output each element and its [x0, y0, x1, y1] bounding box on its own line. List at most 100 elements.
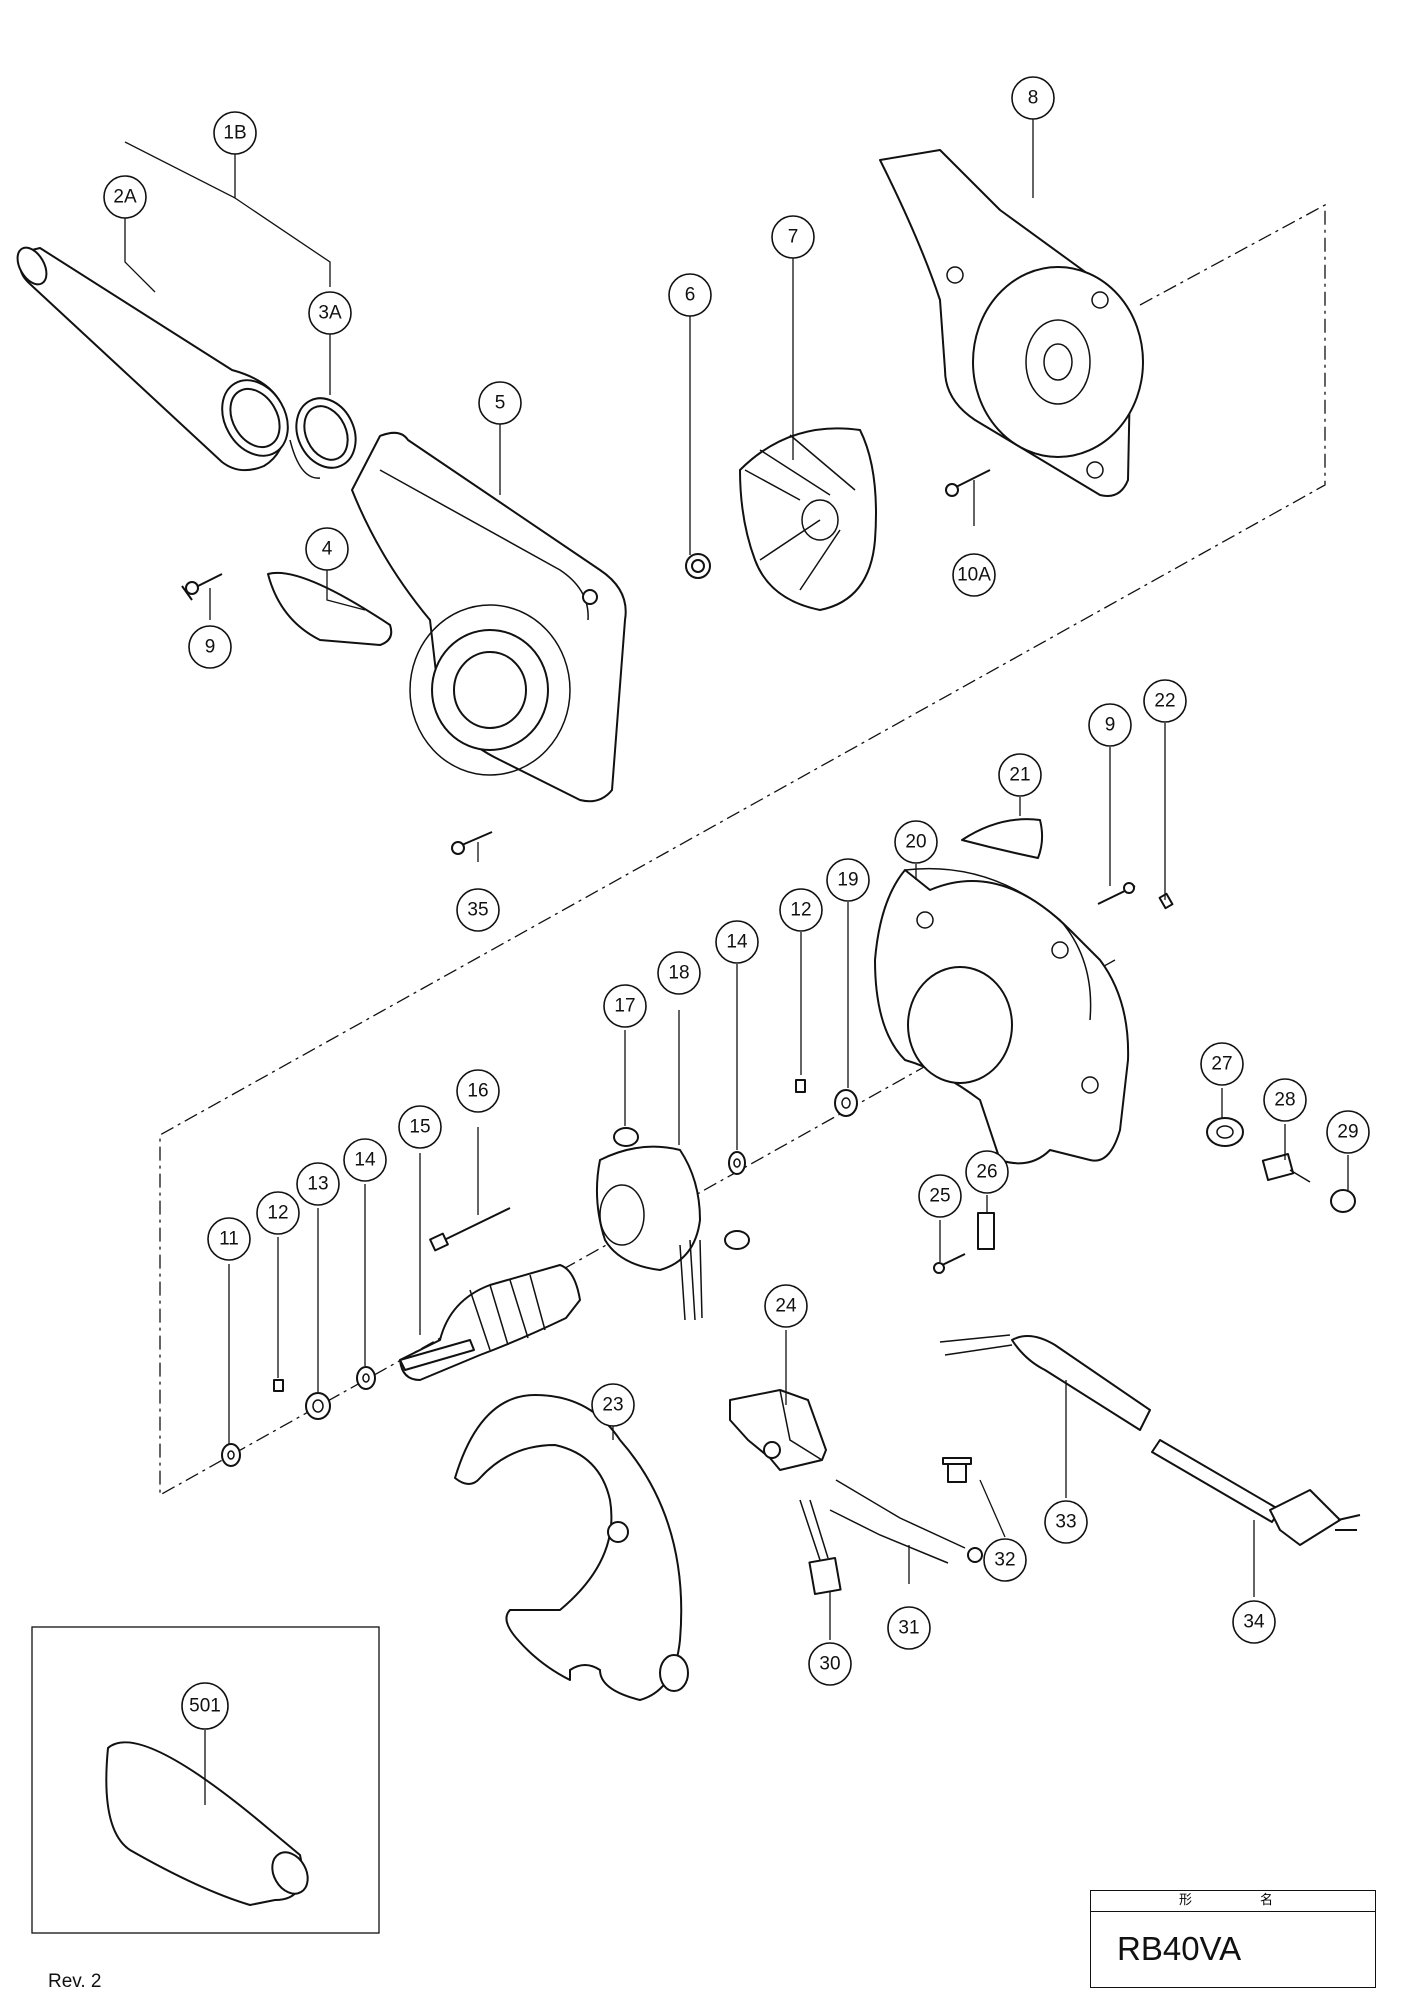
- part-screw-9-lower: [1097, 882, 1136, 905]
- part-capacitor: [799, 1499, 842, 1596]
- part-nozzle: [16, 246, 289, 472]
- part-cap-29: [1330, 1189, 1356, 1213]
- callout-1B: 1B: [213, 111, 257, 155]
- part-cap-32: [942, 1457, 972, 1483]
- callout-34: 34: [1232, 1600, 1276, 1644]
- callout-11: 11: [207, 1217, 251, 1261]
- svg-text:8: 8: [1028, 88, 1039, 109]
- callout-3A: 3A: [308, 291, 352, 335]
- callout-7: 7: [771, 215, 815, 259]
- part-stator: [595, 1127, 750, 1321]
- callout-2A: 2A: [103, 175, 147, 219]
- callout-31: 31: [887, 1606, 931, 1650]
- callout-5: 5: [478, 381, 522, 425]
- svg-text:16: 16: [467, 1081, 488, 1102]
- part-housing-rear: [879, 149, 1144, 497]
- svg-text:35: 35: [467, 900, 488, 921]
- svg-text:29: 29: [1337, 1122, 1358, 1143]
- model-name-value: RB40VA: [1117, 1930, 1242, 1967]
- part-nut: [685, 553, 711, 579]
- callout-16: 16: [456, 1069, 500, 1113]
- svg-text:501: 501: [189, 1696, 221, 1717]
- callout-35: 35: [456, 888, 500, 932]
- part-ring-11: [221, 1443, 241, 1467]
- callout-23: 23: [591, 1383, 635, 1427]
- svg-text:33: 33: [1055, 1512, 1076, 1533]
- svg-text:11: 11: [219, 1229, 239, 1250]
- svg-text:30: 30: [819, 1654, 840, 1675]
- svg-text:19: 19: [837, 870, 858, 891]
- svg-text:7: 7: [788, 227, 799, 248]
- part-screw-35: [451, 831, 493, 855]
- callout-19: 19: [826, 858, 870, 902]
- part-accessory-501: [105, 1741, 309, 1906]
- svg-text:5: 5: [495, 393, 506, 414]
- accessory-inset-frame: [31, 1626, 380, 1934]
- svg-text:32: 32: [994, 1550, 1015, 1571]
- part-clamp-26: [977, 1212, 995, 1250]
- part-screw-9-upper: [181, 573, 223, 601]
- part-cord: [939, 1334, 1361, 1546]
- svg-text:21: 21: [1009, 765, 1030, 786]
- svg-text:9: 9: [1105, 715, 1116, 736]
- part-screw-25: [933, 1253, 966, 1274]
- callout-17: 17: [603, 984, 647, 1028]
- svg-text:1B: 1B: [223, 123, 246, 144]
- callout-30: 30: [808, 1642, 852, 1686]
- part-switch: [729, 1389, 827, 1471]
- callout-4: 4: [305, 527, 349, 571]
- svg-text:13: 13: [307, 1174, 328, 1195]
- svg-text:34: 34: [1243, 1612, 1265, 1633]
- callout-12-upper: 12: [779, 888, 823, 932]
- svg-text:10A: 10A: [957, 565, 991, 586]
- callout-28: 28: [1263, 1078, 1307, 1122]
- part-fan: [739, 427, 877, 611]
- part-bushing-19: [834, 1089, 858, 1117]
- part-bolt: [429, 1207, 511, 1252]
- svg-text:20: 20: [905, 832, 926, 853]
- svg-text:17: 17: [614, 996, 635, 1017]
- callout-15: 15: [398, 1105, 442, 1149]
- svg-text:18: 18: [668, 963, 689, 984]
- callout-26: 26: [965, 1150, 1009, 1194]
- callout-14-upper: 14: [715, 920, 759, 964]
- callout-13: 13: [296, 1162, 340, 1206]
- part-pin-22: [1158, 892, 1174, 910]
- part-pin-12-upper: [795, 1079, 806, 1093]
- svg-text:25: 25: [929, 1186, 950, 1207]
- svg-text:2A: 2A: [113, 187, 137, 208]
- part-housing-front: [351, 431, 627, 803]
- svg-text:12: 12: [267, 1203, 288, 1224]
- callout-9-lower: 9: [1088, 703, 1132, 747]
- svg-text:3A: 3A: [318, 303, 342, 324]
- callout-33: 33: [1044, 1500, 1088, 1544]
- part-bearing-13: [305, 1392, 331, 1420]
- svg-text:23: 23: [602, 1395, 623, 1416]
- callout-12-lower: 12: [256, 1191, 300, 1235]
- svg-text:4: 4: [322, 539, 333, 560]
- callout-22: 22: [1143, 679, 1187, 723]
- svg-text:14: 14: [354, 1150, 376, 1171]
- callout-20: 20: [894, 820, 938, 864]
- svg-text:12: 12: [790, 900, 811, 921]
- svg-text:26: 26: [976, 1162, 997, 1183]
- part-handle: [454, 1394, 689, 1701]
- leader-lines: [124, 119, 1349, 1805]
- svg-text:28: 28: [1274, 1090, 1295, 1111]
- part-armature: [399, 1264, 581, 1381]
- revision-label: Rev. 2: [48, 1971, 102, 1992]
- callout-32: 32: [983, 1538, 1027, 1582]
- part-lead-wires: [829, 1479, 983, 1564]
- part-washer-14-upper: [728, 1151, 746, 1175]
- callout-10A: 10A: [952, 553, 996, 597]
- callout-25: 25: [918, 1174, 962, 1218]
- model-name-box: 形 名 RB40VA: [1090, 1890, 1376, 1988]
- svg-text:31: 31: [898, 1618, 919, 1639]
- callout-27: 27: [1200, 1042, 1244, 1086]
- callout-18: 18: [657, 951, 701, 995]
- part-screw-10A: [945, 469, 991, 497]
- svg-text:9: 9: [205, 637, 216, 658]
- part-label-21: [961, 818, 1044, 859]
- callout-6: 6: [668, 273, 712, 317]
